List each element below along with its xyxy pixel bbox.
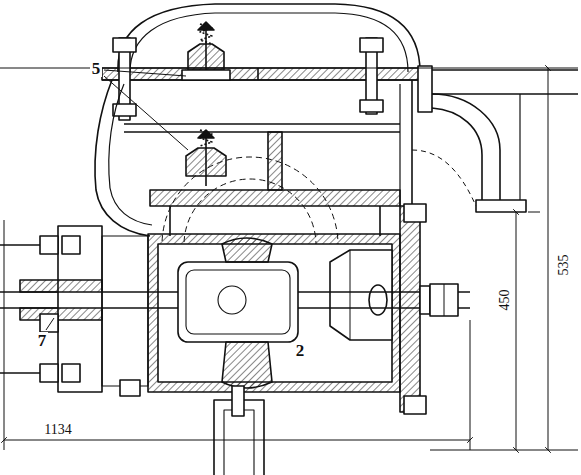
support-foot [214,386,264,475]
dimension-lines [0,68,578,450]
end-cover [120,204,458,414]
cylinder-body [95,80,412,236]
dimension-label: 1134 [42,423,73,437]
callout-number: 2 [294,342,307,359]
callout-number: 5 [90,60,103,77]
callout-number: 7 [36,332,49,349]
crankcase [148,234,400,392]
discharge-valve [182,22,258,80]
gland-flange [0,226,148,392]
leader-lines [46,70,188,330]
cover-bolts [113,38,383,120]
dimension-label: 450 [497,288,511,313]
dimension-label: 535 [556,253,570,278]
discharge-pipe [412,66,578,212]
